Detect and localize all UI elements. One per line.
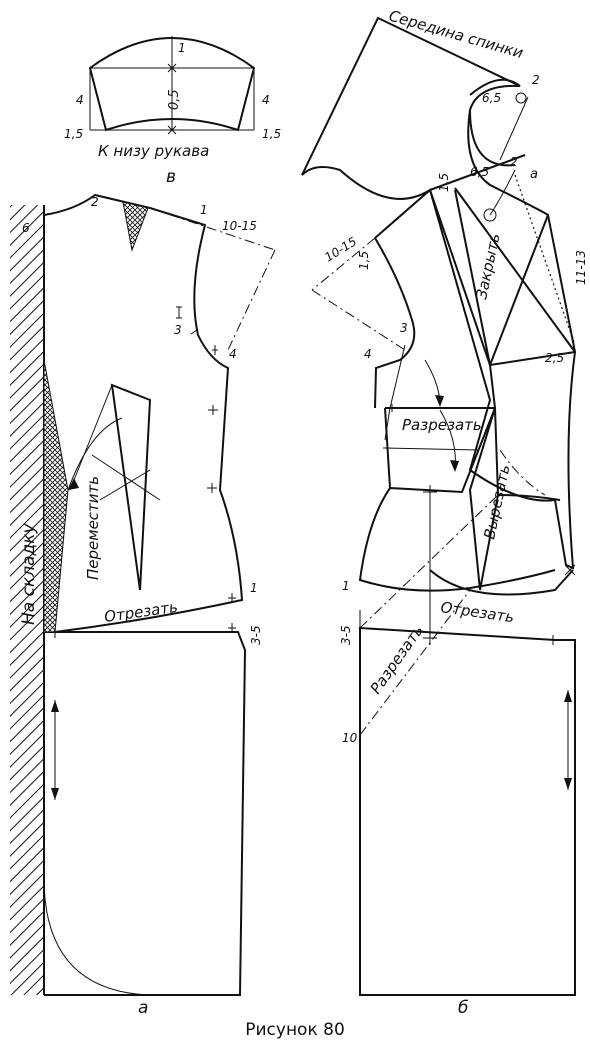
dim-a-2: 2 [91,195,99,209]
dim-b-11-13: 11-13 [574,250,588,285]
panel-label-b: б [458,998,468,1018]
panel-label-c: в [166,167,176,187]
dim-b-1: 1 [342,579,350,593]
dim-a-1-hem: 1 [250,581,258,595]
dim-b-10: 10 [342,731,358,745]
panel-label-a: а [138,998,148,1018]
move-label: Переместить [84,476,102,580]
dim-b-10-15: 10-15 [322,234,359,264]
cut-off-a-label: Отрезать [103,598,179,626]
sleeve-bottom-label: К низу рукава [98,142,209,160]
figure-caption: Рисунок 80 [245,1020,345,1040]
dim-a-4: 4 [229,347,237,361]
panel-b-skirt [359,404,576,996]
dim-a-6: 6 [22,221,30,235]
dim-b-1-5-rot: 1,5 [357,251,371,270]
dim-c-bot-l: 1,5 [64,127,83,141]
cut-off-b-label: Отрезать [439,598,515,626]
dim-c-top: 1 [178,41,186,55]
dim-b-a: a [530,167,538,182]
cut-out-label: Вырезать [480,463,513,541]
sleeve-piece [88,36,256,135]
panel-b-front-bodice [311,154,576,494]
panel-b-back-piece [301,16,577,570]
dim-c-bot-r: 1,5 [262,127,281,141]
back-center-label: Середина спинки [387,7,526,63]
dim-c-mid: 0,5 [167,89,182,110]
dim-b-6-5-top: 6,5 [482,91,501,105]
dim-b-1-5: 1,5 [437,173,451,192]
dim-b-2-mid: 2 [510,155,518,169]
dim-a-3: 3 [174,323,182,337]
dim-a-1: 1 [200,203,208,217]
dim-b-3-5: 3-5 [339,625,353,645]
fold-label: На складку [19,522,39,625]
dim-b-2: 2 [532,73,540,87]
dim-c-side-l: 4 [76,93,84,107]
dim-b-3: 3 [400,321,408,335]
dim-a-10-15: 10-15 [222,219,257,233]
dim-b-4: 4 [364,347,372,361]
dim-b-6-5-mid: 6,5 [470,165,489,179]
panel-b-darts-and-flare [358,407,574,736]
dim-a-3-5: 3-5 [249,625,263,645]
close-label: Закрыть [472,232,503,301]
cut-upper-label: Разрезать [402,416,482,434]
dim-b-2-5: 2,5 [545,351,564,365]
panel-a-bodice [43,193,276,996]
dim-c-side-r: 4 [262,93,270,107]
